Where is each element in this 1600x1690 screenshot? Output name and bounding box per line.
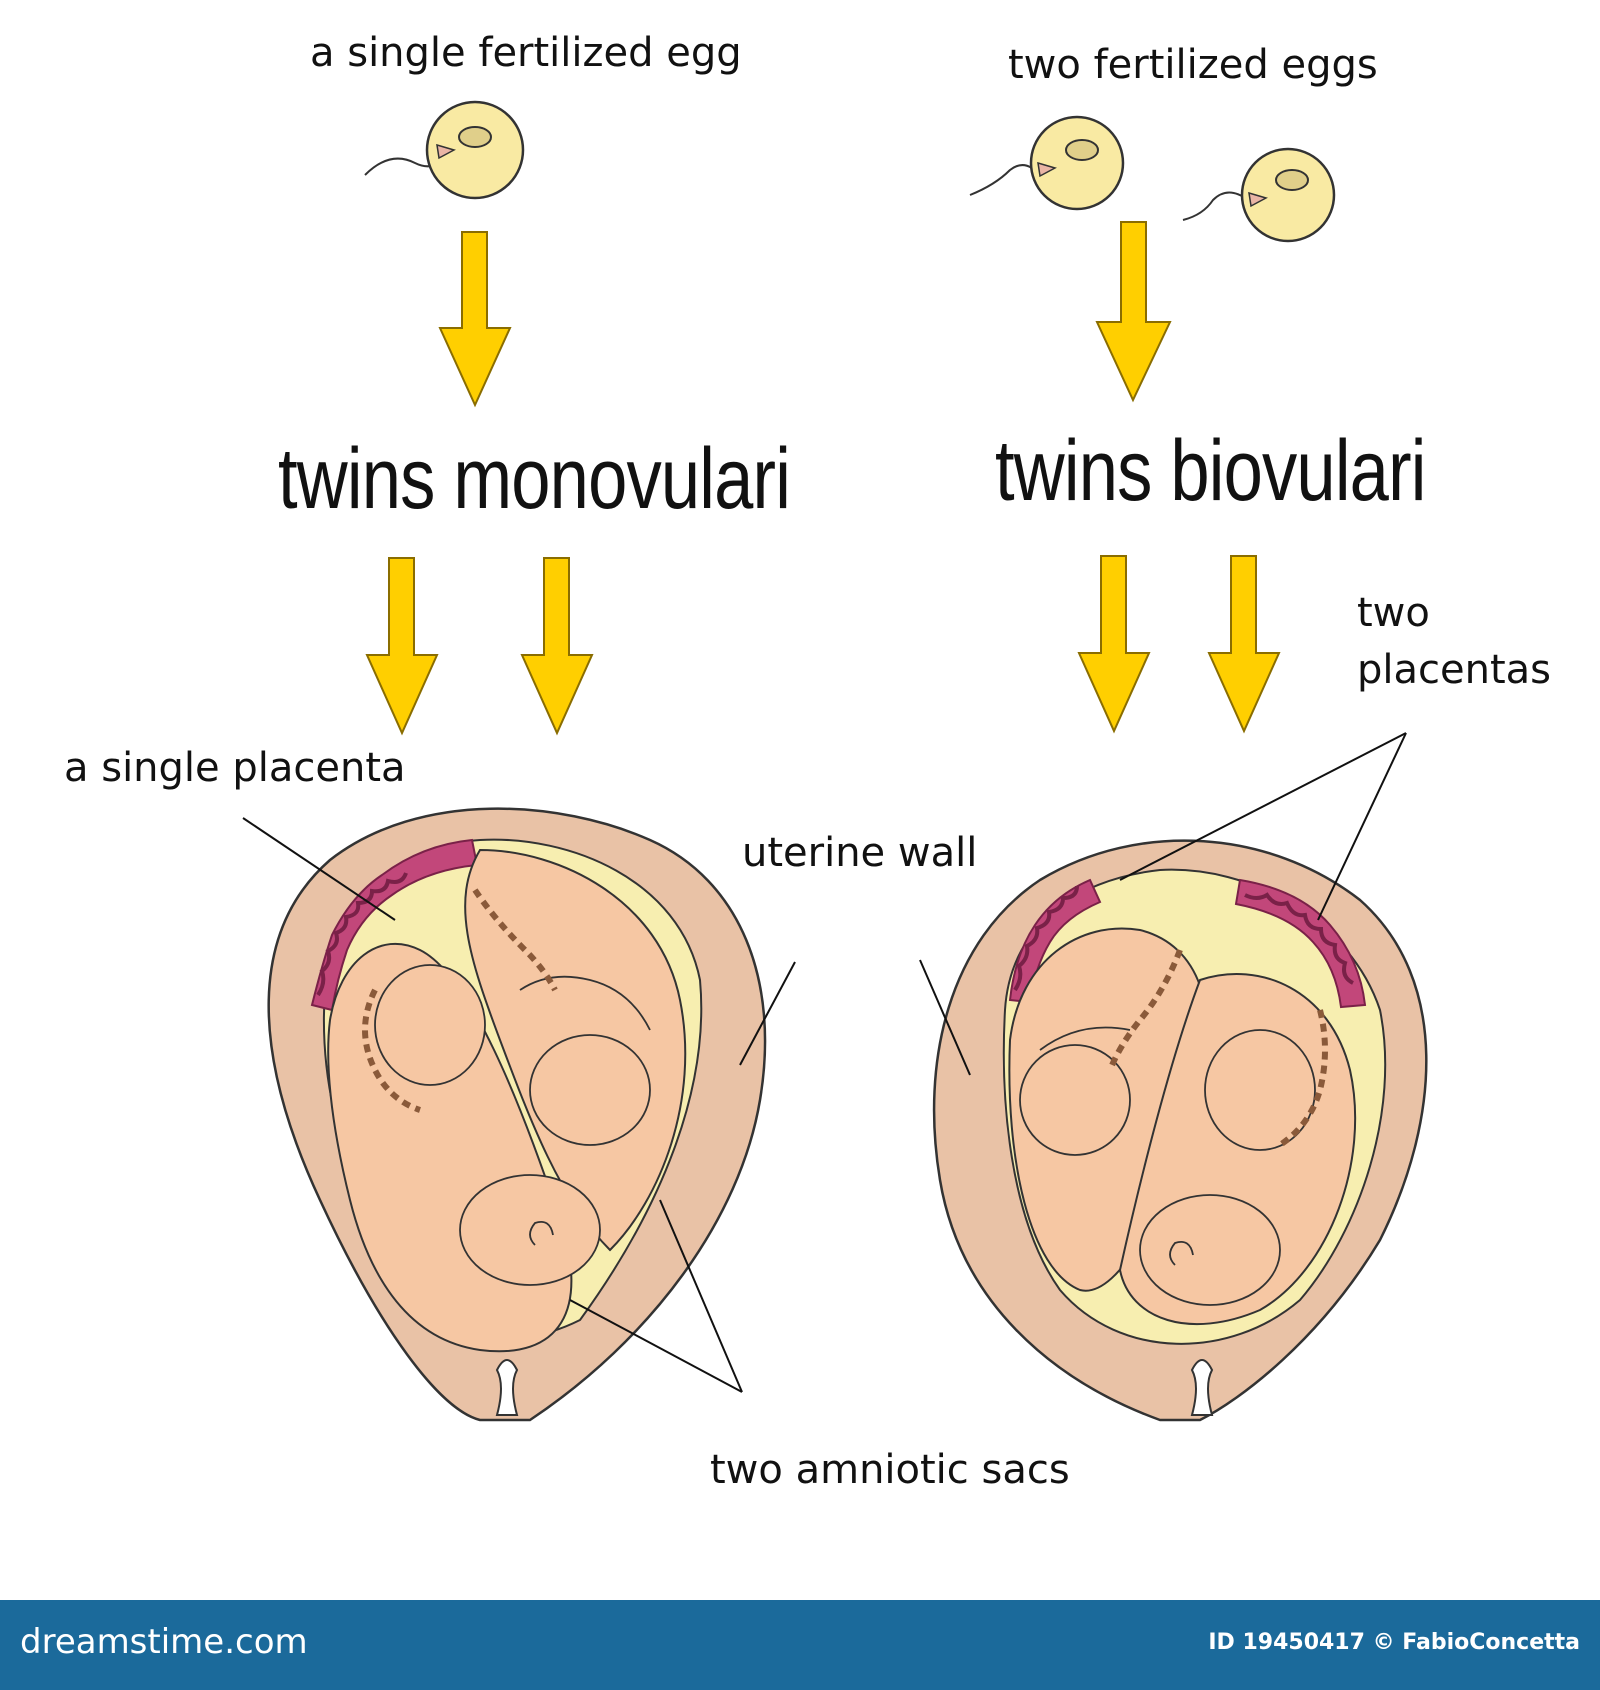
egg-cell — [1029, 115, 1125, 211]
fetus-head-2 — [529, 1034, 651, 1146]
fetus-head-1 — [1019, 1044, 1131, 1156]
fetus-arm-1 — [1039, 1026, 1131, 1051]
fetus-body-2 — [1139, 1194, 1281, 1306]
leader-placenta-2 — [1317, 732, 1407, 921]
cervix — [1190, 1359, 1214, 1416]
egg-cell — [425, 100, 525, 200]
uterus-biovular — [932, 839, 1428, 1422]
placenta-villi-1 — [1013, 885, 1079, 992]
label-two: two — [1357, 590, 1430, 636]
leader-sac-1 — [569, 1299, 743, 1393]
label-two-amniotic-sacs: two amniotic sacs — [710, 1447, 1070, 1493]
title-twins-biovulari: twins biovulari — [995, 423, 1426, 519]
uterus-monovular — [267, 807, 767, 1422]
watermark-footer: dreamstime.com ID 19450417 © FabioConcet… — [0, 1600, 1600, 1690]
sperm-head — [1037, 161, 1057, 178]
leader-uterine-wall-left — [739, 961, 796, 1066]
fetus-arm-2 — [519, 975, 651, 1031]
arrow-down-left-2 — [520, 557, 594, 736]
placenta-villi-2 — [1244, 892, 1354, 985]
label-single-fertilized-egg: a single fertilized egg — [310, 30, 742, 76]
egg-nucleus — [458, 126, 492, 148]
egg-cell — [1240, 147, 1336, 243]
umbilical-cord-2 — [1278, 1009, 1328, 1148]
egg-nucleus — [1275, 169, 1309, 191]
placenta-villi — [316, 872, 408, 997]
fertilized-egg-right-1 — [969, 115, 1125, 211]
sperm-tail — [1182, 191, 1249, 221]
label-uterine-wall: uterine wall — [742, 830, 978, 876]
arrow-down-left-1 — [365, 557, 439, 736]
fetus-ear — [529, 1220, 554, 1246]
fetus-ear — [1169, 1240, 1194, 1266]
leader-uterine-wall-right — [919, 959, 971, 1076]
placenta-1 — [1008, 878, 1102, 1004]
leader-single-placenta — [242, 817, 396, 921]
arrow-down-right-2 — [1207, 555, 1281, 734]
umbilical-cord-2 — [472, 888, 558, 992]
fertilized-egg-left — [364, 100, 525, 200]
sperm-head — [1248, 191, 1268, 208]
fetus-head-2 — [1204, 1029, 1316, 1151]
arrow-down-right-1 — [1077, 555, 1151, 734]
image-credit: ID 19450417 © FabioConcetta — [1208, 1630, 1580, 1655]
cervix — [495, 1359, 519, 1416]
leader-placenta-1 — [1119, 732, 1407, 881]
brand-logo: dreamstime.com — [20, 1622, 308, 1662]
label-single-placenta: a single placenta — [64, 745, 406, 791]
fetus-head-1 — [374, 964, 486, 1086]
arrow-down-left-top — [438, 231, 512, 408]
title-twins-monovulari: twins monovulari — [278, 431, 791, 527]
fertilized-egg-right-2 — [1182, 147, 1336, 243]
leader-sac-2 — [659, 1199, 743, 1393]
sperm-tail — [969, 164, 1041, 196]
label-two-fertilized-eggs: two fertilized eggs — [1008, 42, 1378, 88]
arrow-down-right-top — [1095, 221, 1172, 403]
sperm-head — [436, 143, 456, 160]
label-placentas: placentas — [1357, 647, 1552, 693]
twins-diagram — [242, 100, 1428, 1422]
placenta-2 — [1234, 878, 1367, 1009]
egg-nucleus — [1065, 139, 1099, 161]
